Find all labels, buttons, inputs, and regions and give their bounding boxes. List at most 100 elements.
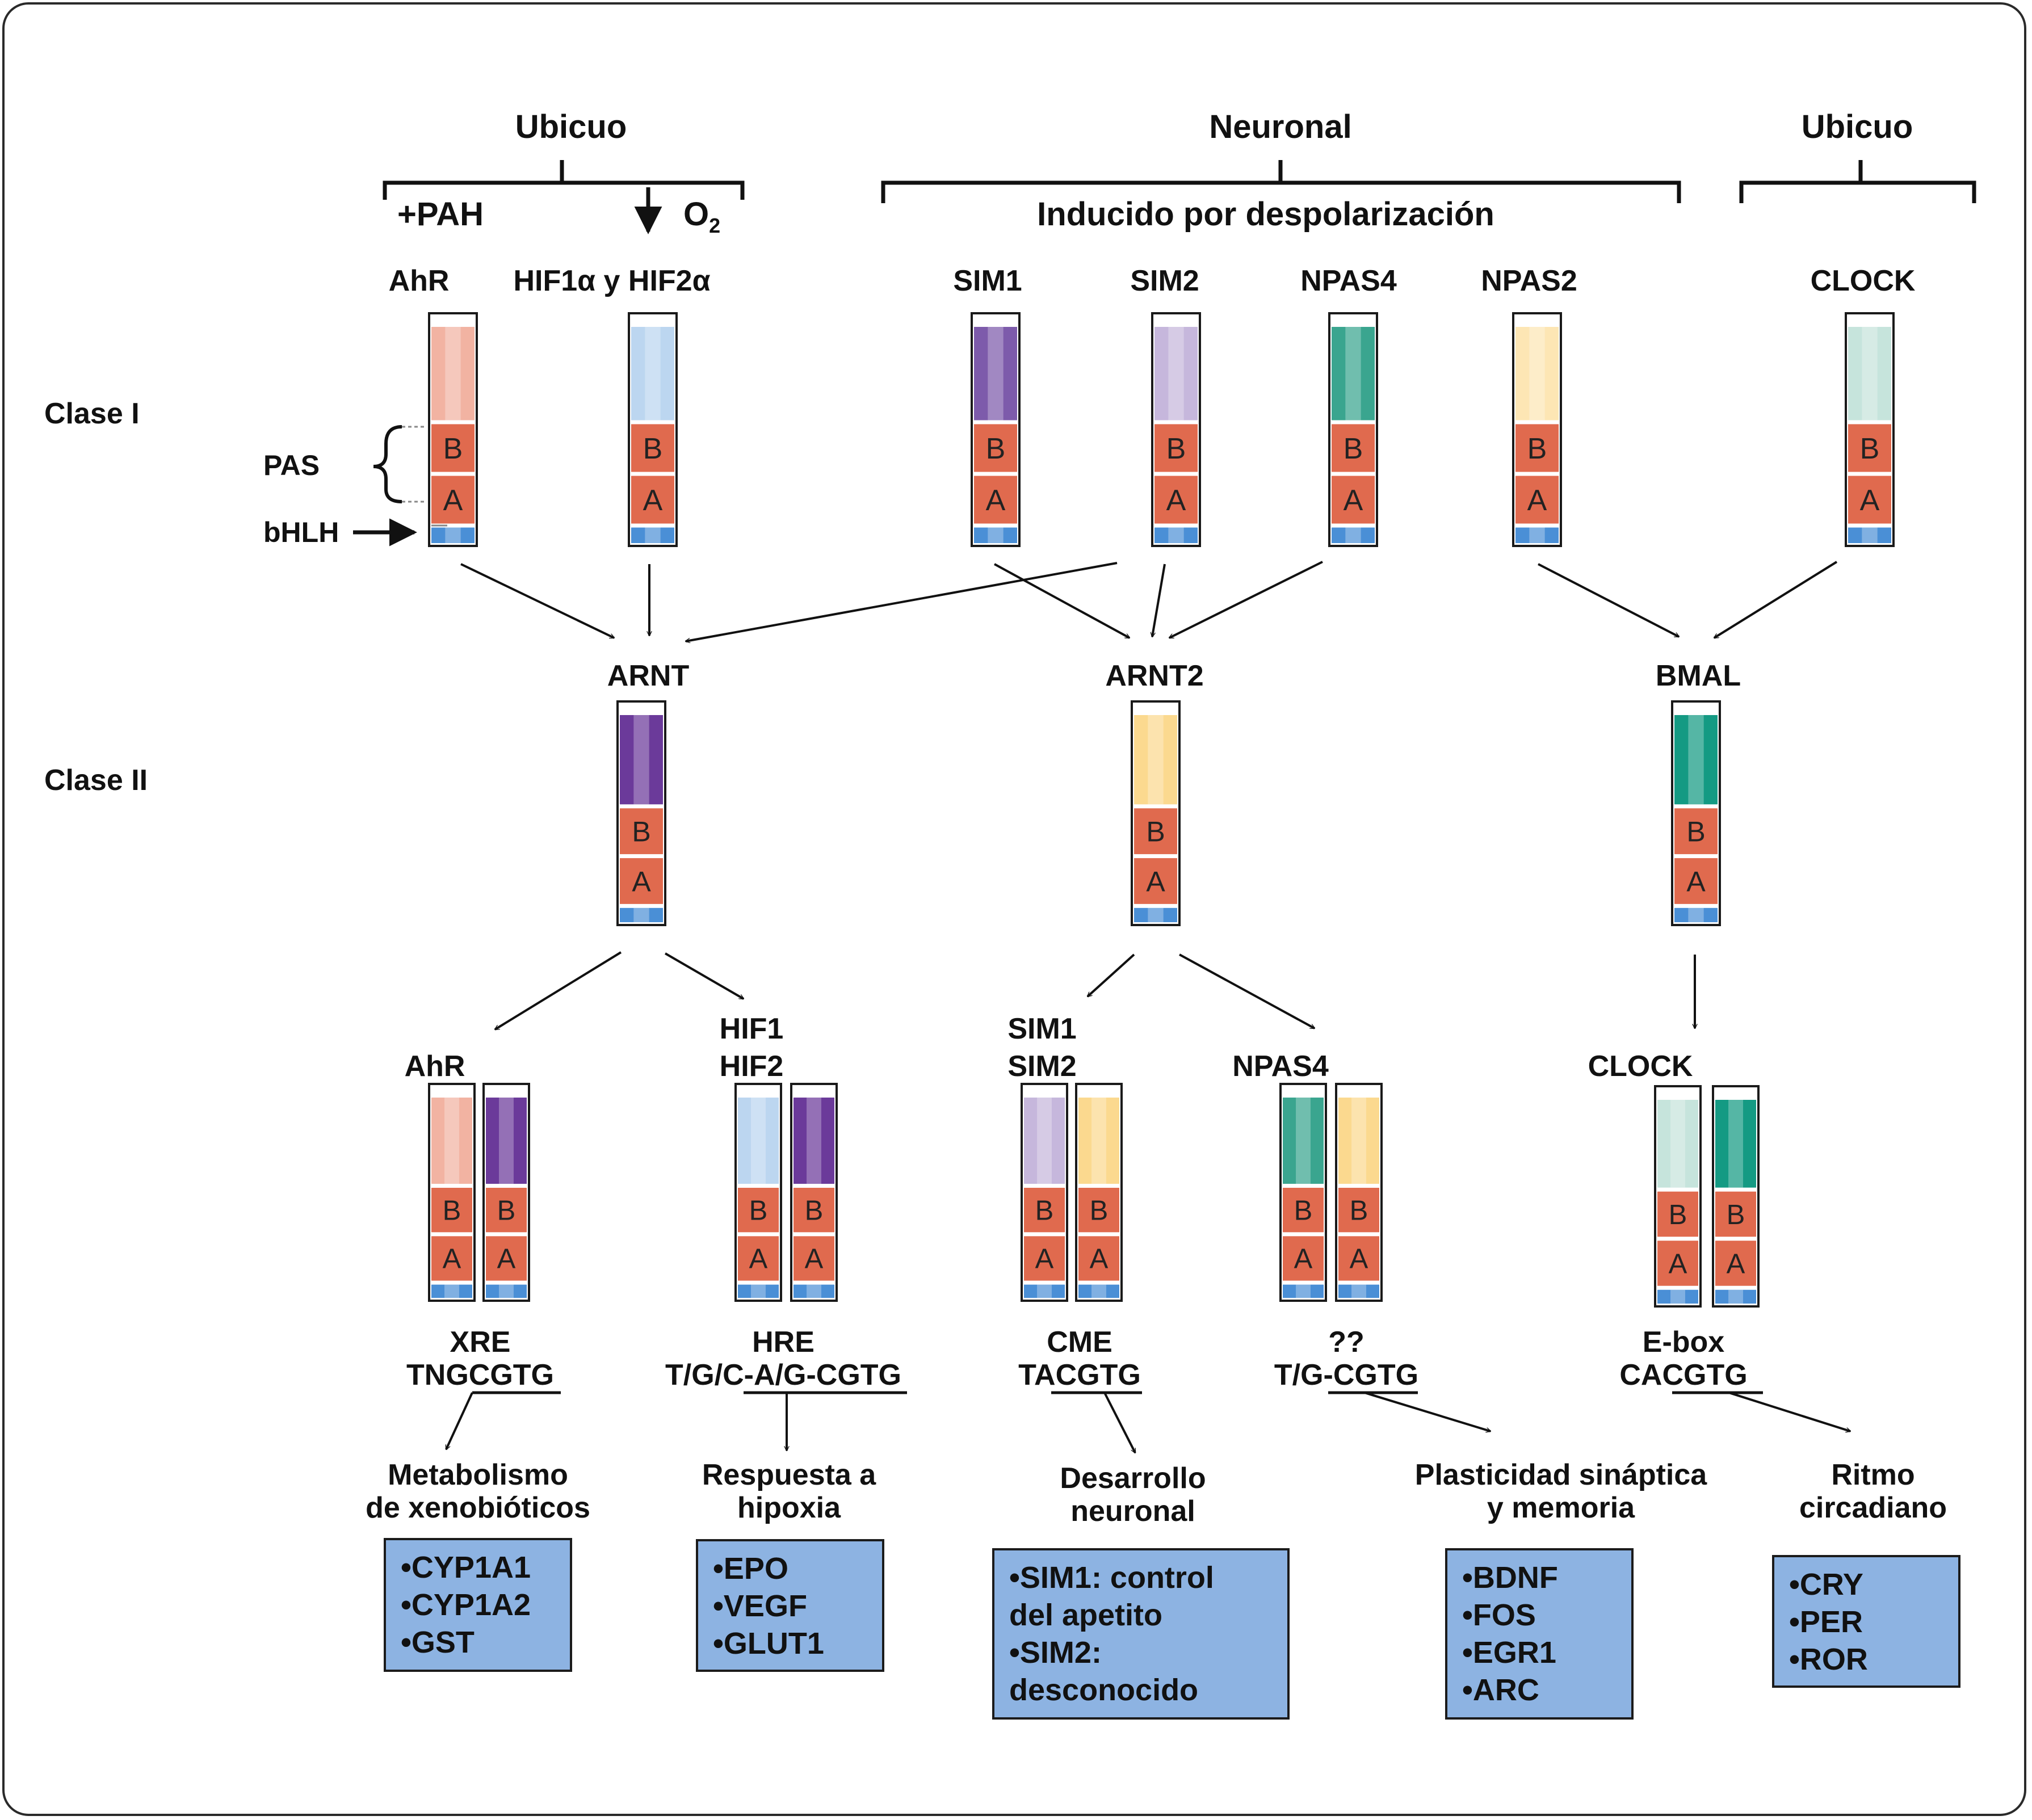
class-i-sim1: SIM1 bbox=[953, 264, 1022, 297]
class-ii-arnt: ARNT bbox=[607, 659, 690, 692]
dimer-npas4-right: BA bbox=[1335, 1083, 1383, 1302]
domain-a-label: A bbox=[443, 484, 463, 517]
domain-b-label: B bbox=[1350, 1195, 1368, 1226]
domain-b-label: B bbox=[1166, 432, 1186, 465]
bar-sim1: BA bbox=[971, 312, 1021, 547]
domain-a-label: A bbox=[1344, 484, 1363, 517]
dimer-hif2-label: HIF2 bbox=[719, 1050, 784, 1083]
arrow-xre-function bbox=[445, 1392, 473, 1449]
class-ii-arnt2: ARNT2 bbox=[1105, 659, 1204, 692]
domain-a-label: A bbox=[1686, 865, 1706, 897]
class-i-hif: HIF1α y HIF2α bbox=[513, 264, 711, 297]
bar-arnt: BA bbox=[616, 700, 666, 926]
bar-npas4: BA bbox=[1328, 312, 1378, 547]
targets-xenobiotics: •CYP1A1•CYP1A2•GST bbox=[384, 1538, 572, 1672]
arrow-arnt2-npas4 bbox=[1179, 953, 1315, 1029]
inducido-label: Inducido por despolarización bbox=[1037, 196, 1494, 233]
dimer-ahr-label: AhR bbox=[404, 1050, 465, 1083]
dimer-npas4-label: NPAS4 bbox=[1232, 1050, 1329, 1083]
domain-b-label: B bbox=[1090, 1195, 1109, 1226]
bar-hif: BA bbox=[628, 312, 678, 547]
bar-clock: BA bbox=[1845, 312, 1895, 547]
bar-ahr: BA bbox=[428, 312, 478, 547]
class-i-ahr: AhR bbox=[388, 264, 450, 297]
dimer-sim-right: BA bbox=[1075, 1083, 1123, 1302]
domain-a-label: A bbox=[443, 1244, 461, 1275]
class-i-clock: CLOCK bbox=[1810, 264, 1916, 297]
bracket-ubicuo-left bbox=[383, 160, 745, 200]
arrow-sim2-arnt bbox=[686, 562, 1118, 641]
domain-b-label: B bbox=[643, 432, 663, 465]
domain-a-label: A bbox=[986, 484, 1006, 517]
group-ubicuo-right: Ubicuo bbox=[1801, 108, 1913, 145]
bar-arnt2: BA bbox=[1131, 700, 1181, 926]
targets-circadian: •CRY•PER•ROR bbox=[1772, 1555, 1960, 1688]
domain-a-label: A bbox=[643, 484, 663, 517]
arrows-layer bbox=[445, 561, 1850, 1453]
bracket-neuronal bbox=[881, 160, 1681, 203]
targets-hypoxia: •EPO•VEGF•GLUT1 bbox=[696, 1539, 884, 1672]
arrow-arnt-hif bbox=[664, 952, 744, 1000]
domain-a-label: A bbox=[749, 1244, 768, 1275]
domain-a-label: A bbox=[1527, 484, 1547, 517]
domain-b-label: B bbox=[1146, 816, 1165, 847]
class-i-npas4: NPAS4 bbox=[1300, 264, 1397, 297]
bar-npas2: BA bbox=[1512, 312, 1562, 547]
domain-a-label: A bbox=[1350, 1244, 1368, 1275]
arrow-unknown-function bbox=[1364, 1392, 1491, 1431]
dimer-npas4-left: BA bbox=[1279, 1083, 1327, 1302]
domain-a-label: A bbox=[1669, 1249, 1687, 1279]
arrow-sim2-arnt2 bbox=[1152, 564, 1166, 637]
domain-a-label: A bbox=[632, 865, 651, 897]
domain-a-label: A bbox=[805, 1244, 824, 1275]
arrow-arnt2-sim bbox=[1088, 953, 1135, 997]
domain-a-label: A bbox=[1166, 484, 1186, 517]
domain-b-label: B bbox=[1527, 432, 1547, 465]
class-i-npas2: NPAS2 bbox=[1481, 264, 1577, 297]
dimer-ahr-right: BA bbox=[482, 1083, 530, 1302]
dimer-hif1-label: HIF1 bbox=[719, 1012, 784, 1045]
domain-b-label: B bbox=[443, 1195, 461, 1226]
bar-sim2: BA bbox=[1151, 312, 1201, 547]
pah-label: +PAH bbox=[397, 196, 484, 233]
domain-b-label: B bbox=[632, 816, 650, 847]
arrow-cme-function bbox=[1103, 1392, 1136, 1453]
domain-b-label: B bbox=[749, 1195, 768, 1226]
arrow-sim1-arnt2 bbox=[994, 563, 1130, 639]
domain-a-label: A bbox=[1860, 484, 1880, 517]
domain-b-label: B bbox=[1860, 432, 1880, 465]
dimer-sim-left: BA bbox=[1021, 1083, 1068, 1302]
domain-a-label: A bbox=[1035, 1244, 1054, 1275]
domain-a-label: A bbox=[1146, 865, 1165, 897]
clase-ii-label: Clase II bbox=[44, 764, 148, 797]
domain-a-label: A bbox=[1727, 1249, 1745, 1279]
dimer-sim2-label: SIM2 bbox=[1007, 1050, 1077, 1083]
bar-bmal: BA bbox=[1671, 700, 1721, 926]
domain-a-label: A bbox=[1090, 1244, 1109, 1275]
domain-b-label: B bbox=[1727, 1200, 1745, 1230]
domain-a-label: A bbox=[497, 1244, 516, 1275]
arrow-arnt-ahr bbox=[495, 951, 622, 1031]
class-i-sim2: SIM2 bbox=[1130, 264, 1199, 297]
clase-i-label: Clase I bbox=[44, 397, 140, 430]
arrow-npas4-arnt2 bbox=[1169, 561, 1323, 639]
domain-b-label: B bbox=[1294, 1195, 1313, 1226]
targets-plasticity: •BDNF•FOS•EGR1•ARC bbox=[1445, 1548, 1634, 1720]
group-ubicuo-left: Ubicuo bbox=[515, 108, 627, 145]
arrow-ebox-function bbox=[1728, 1392, 1850, 1431]
domain-b-label: B bbox=[805, 1195, 824, 1226]
domain-b-label: B bbox=[1686, 816, 1705, 847]
bracket-ubicuo-right bbox=[1739, 160, 1976, 203]
dimer-clock-right: BA bbox=[1712, 1085, 1760, 1308]
domain-b-label: B bbox=[443, 432, 463, 465]
